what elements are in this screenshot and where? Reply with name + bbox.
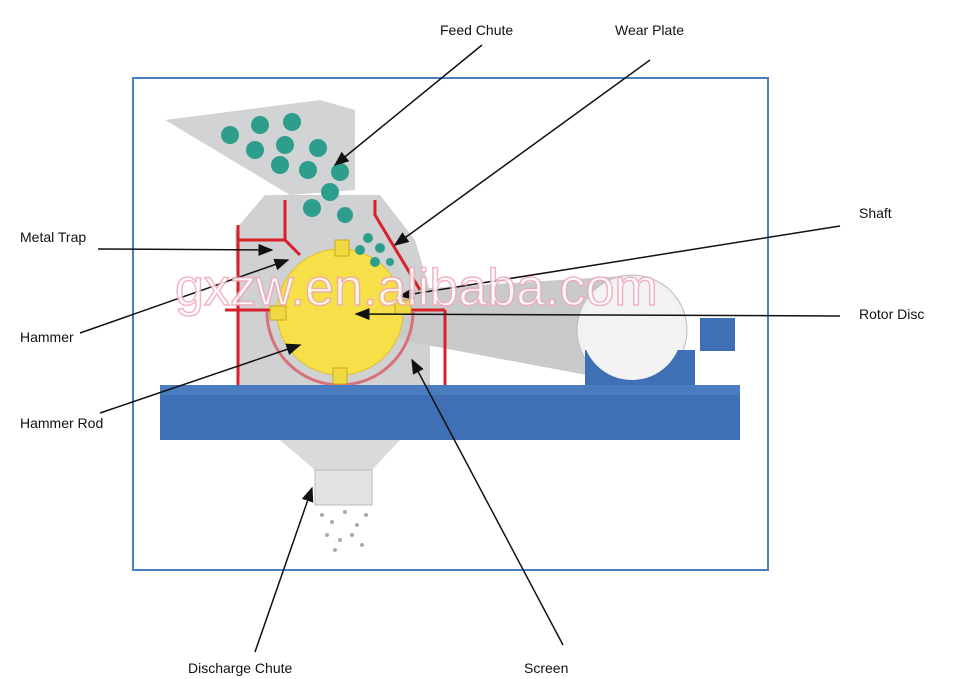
label-feed-chute: Feed Chute [440, 22, 514, 38]
leader-hammer [79, 258, 290, 334]
label-hammer: Hammer [20, 329, 74, 345]
label-discharge-chute: Discharge Chute [188, 660, 293, 676]
label-hammer-rod: Hammer Rod [20, 415, 104, 431]
label-screen: Screen [524, 660, 569, 676]
frame-border [132, 77, 769, 571]
feed-stones [221, 113, 394, 267]
leader-metal-trap [97, 243, 274, 256]
leader-wear-plate [393, 59, 651, 246]
leader-feed-chute [333, 44, 483, 166]
leader-screen [411, 358, 564, 646]
leader-discharge-chute [254, 486, 314, 653]
hammers [269, 239, 412, 385]
discharge-particles [320, 510, 368, 552]
discharge-hopper [280, 440, 400, 470]
label-rotor-disc: Rotor Disc [859, 306, 925, 322]
label-shaft: Shaft [859, 205, 892, 221]
leader-shaft [398, 225, 841, 300]
drive-belt [400, 275, 640, 385]
watermark: gxzw.en.alibaba.com [175, 259, 658, 317]
leader-lines [79, 44, 841, 653]
discharge-chute [314, 469, 373, 506]
leader-rotor-disc [354, 308, 841, 321]
label-metal-trap: Metal Trap [20, 229, 87, 245]
leader-hammer-rod [99, 343, 302, 414]
motor [700, 318, 735, 351]
label-wear-plate: Wear Plate [615, 22, 684, 38]
